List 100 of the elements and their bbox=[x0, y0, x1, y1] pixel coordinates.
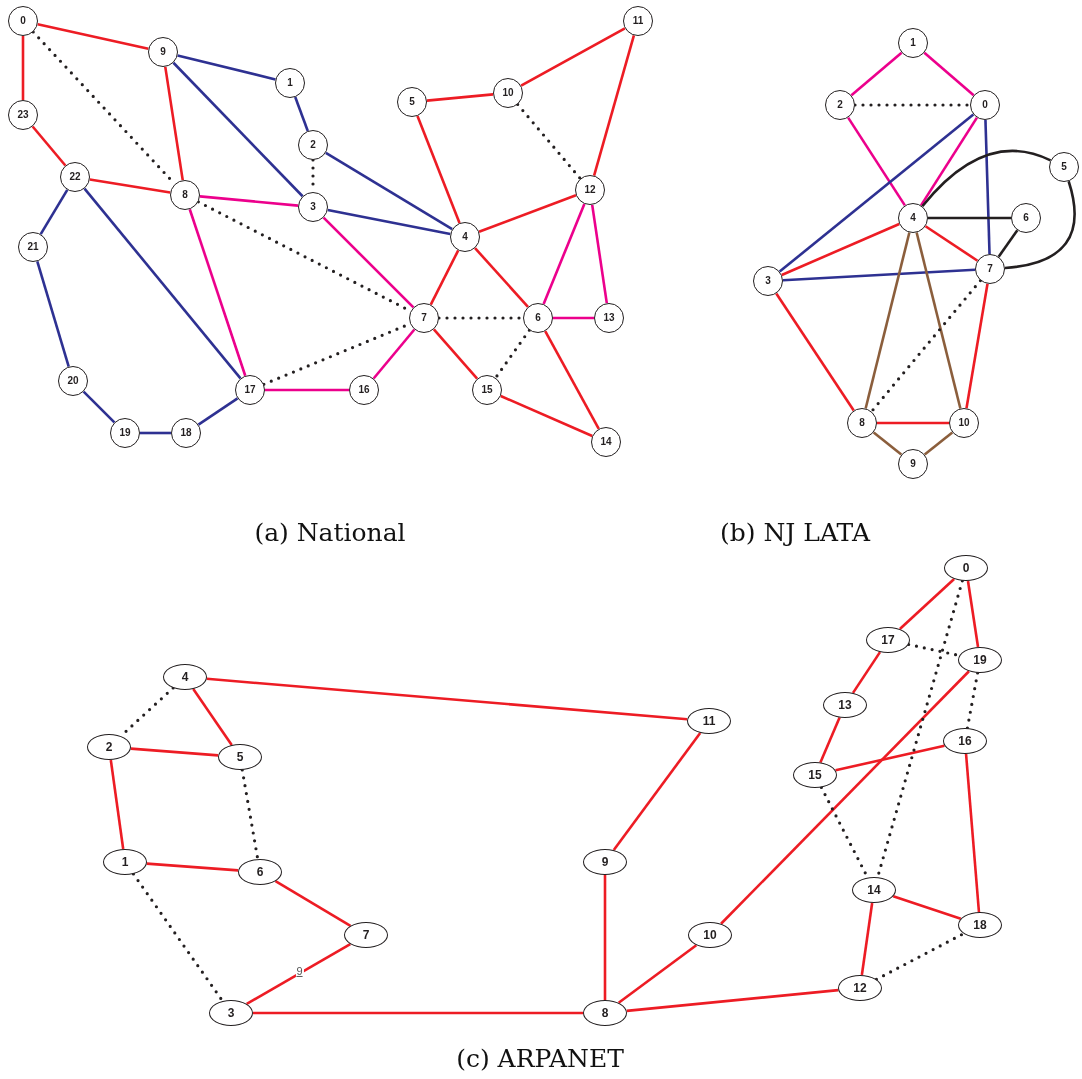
router-node-oval: 17 bbox=[866, 627, 910, 653]
network-link bbox=[590, 204, 609, 304]
network-link bbox=[997, 229, 1019, 258]
router-node-circle: 15 bbox=[472, 375, 502, 405]
network-link bbox=[172, 61, 304, 198]
router-node-circle: 22 bbox=[60, 162, 90, 192]
network-link bbox=[416, 115, 461, 224]
network-link bbox=[923, 431, 954, 456]
network-link bbox=[921, 149, 1052, 208]
network-link bbox=[140, 431, 171, 435]
network-link bbox=[516, 102, 582, 181]
network-link bbox=[109, 759, 125, 850]
network-link bbox=[892, 895, 962, 920]
network-link bbox=[919, 116, 979, 207]
network-link bbox=[851, 651, 882, 694]
network-link bbox=[860, 902, 874, 976]
router-node-circle: 6 bbox=[523, 303, 553, 333]
network-link bbox=[778, 113, 975, 273]
router-node-circle: 19 bbox=[110, 418, 140, 448]
network-link bbox=[188, 208, 247, 377]
router-node-oval: 0 bbox=[944, 555, 988, 581]
router-node-oval: 15 bbox=[793, 762, 837, 788]
network-link bbox=[870, 278, 982, 414]
router-node-oval: 19 bbox=[958, 647, 1002, 673]
network-link bbox=[82, 390, 116, 424]
network-link bbox=[36, 261, 70, 367]
router-node-oval: 1 bbox=[103, 849, 147, 875]
router-node-circle: 5 bbox=[397, 87, 427, 117]
router-node-oval: 8 bbox=[583, 1000, 627, 1026]
network-link bbox=[928, 216, 1011, 220]
network-link bbox=[197, 397, 239, 426]
network-link bbox=[520, 27, 626, 87]
network-link bbox=[494, 328, 531, 380]
network-link bbox=[31, 125, 67, 167]
router-node-circle: 9 bbox=[148, 37, 178, 67]
router-node-oval: 2 bbox=[87, 734, 131, 760]
network-link bbox=[372, 328, 416, 380]
router-node-circle: 21 bbox=[18, 232, 48, 262]
network-link bbox=[253, 1011, 583, 1015]
router-node-circle: 13 bbox=[594, 303, 624, 333]
network-link bbox=[246, 942, 351, 1006]
network-link bbox=[37, 22, 149, 51]
network-link bbox=[240, 768, 260, 861]
router-node-circle: 6 bbox=[1011, 203, 1041, 233]
network-link bbox=[426, 93, 494, 102]
network-link bbox=[965, 283, 989, 409]
network-link bbox=[177, 54, 276, 81]
network-link bbox=[39, 189, 69, 235]
network-link bbox=[322, 216, 415, 309]
network-link bbox=[429, 249, 460, 306]
router-node-circle: 8 bbox=[170, 180, 200, 210]
router-node-circle: 9 bbox=[898, 449, 928, 479]
network-link bbox=[478, 194, 577, 233]
network-link bbox=[782, 268, 976, 282]
router-node-oval: 9 bbox=[583, 849, 627, 875]
network-link bbox=[432, 328, 479, 380]
network-link bbox=[847, 116, 906, 207]
router-node-circle: 4 bbox=[898, 203, 928, 233]
subfigure-caption: (a) National bbox=[254, 517, 406, 547]
router-node-oval: 18 bbox=[958, 912, 1002, 938]
router-node-circle: 7 bbox=[409, 303, 439, 333]
router-node-circle: 5 bbox=[1049, 152, 1079, 182]
network-link bbox=[872, 431, 903, 456]
router-node-circle: 0 bbox=[970, 90, 1000, 120]
router-node-circle: 12 bbox=[575, 175, 605, 205]
network-link bbox=[877, 421, 949, 425]
router-node-circle: 14 bbox=[591, 427, 621, 457]
network-link bbox=[924, 225, 979, 262]
network-link bbox=[964, 753, 981, 913]
router-node-circle: 4 bbox=[450, 222, 480, 252]
network-link bbox=[626, 988, 839, 1013]
network-link bbox=[966, 580, 980, 648]
network-link bbox=[915, 232, 962, 409]
network-link bbox=[544, 330, 600, 430]
router-node-oval: 14 bbox=[852, 877, 896, 903]
network-link bbox=[265, 388, 349, 392]
network-link bbox=[206, 677, 688, 721]
network-link bbox=[274, 880, 352, 927]
network-link bbox=[603, 875, 607, 1000]
router-node-circle: 11 bbox=[623, 6, 653, 36]
router-node-circle: 2 bbox=[298, 130, 328, 160]
router-node-oval: 10 bbox=[688, 922, 732, 948]
router-node-oval: 13 bbox=[823, 692, 867, 718]
network-link bbox=[898, 578, 956, 630]
network-link bbox=[327, 208, 451, 236]
network-link bbox=[553, 316, 594, 320]
router-node-oval: 5 bbox=[218, 744, 262, 770]
network-link bbox=[192, 688, 233, 746]
router-node-oval: 6 bbox=[238, 859, 282, 885]
router-node-circle: 17 bbox=[235, 375, 265, 405]
router-node-circle: 10 bbox=[493, 78, 523, 108]
network-link bbox=[850, 51, 903, 97]
network-link bbox=[965, 671, 980, 730]
router-node-oval: 7 bbox=[344, 922, 388, 948]
network-link bbox=[864, 232, 911, 409]
network-link bbox=[130, 747, 219, 757]
network-link bbox=[83, 187, 242, 380]
network-link bbox=[146, 862, 239, 872]
router-node-oval: 3 bbox=[209, 1000, 253, 1026]
router-node-circle: 18 bbox=[171, 418, 201, 448]
